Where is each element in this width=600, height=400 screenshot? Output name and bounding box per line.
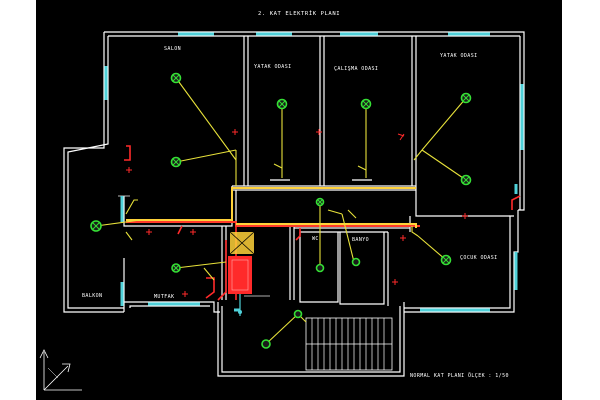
lamp-icon bbox=[460, 174, 472, 186]
distribution-panel bbox=[228, 231, 255, 316]
plan-title: 2. KAT ELEKTRİK PLANI bbox=[258, 10, 340, 17]
lamp-icon bbox=[276, 98, 288, 110]
lamp-icon bbox=[440, 254, 452, 266]
socket-icon bbox=[400, 235, 406, 241]
room-label-kitchen: MUTFAK bbox=[154, 294, 174, 300]
socket-icon bbox=[190, 229, 196, 235]
socket-icon bbox=[126, 167, 132, 173]
lighting-wires bbox=[95, 77, 467, 345]
room-label-upper-left: YATAK ODASI bbox=[254, 64, 292, 70]
room-label-upper-right: YATAK ODASI bbox=[440, 53, 478, 59]
ceiling-lamps bbox=[90, 72, 472, 349]
lamp-icon bbox=[460, 92, 472, 104]
room-label-lower-right: ÇOCUK ODASI bbox=[460, 255, 498, 261]
lamp-icon bbox=[293, 309, 303, 319]
lamp-icon bbox=[261, 339, 271, 349]
room-label-salon: SALON bbox=[164, 46, 181, 52]
lamp-icon bbox=[360, 98, 372, 110]
lamp-icon bbox=[351, 257, 361, 267]
socket-icon bbox=[316, 129, 322, 135]
lamp-icon bbox=[170, 156, 182, 168]
room-label-upper-mid: ÇALIŞMA ODASI bbox=[334, 66, 378, 72]
room-label-wc: WC bbox=[312, 236, 319, 242]
socket-icon bbox=[146, 229, 152, 235]
socket-icon bbox=[392, 279, 398, 285]
sockets-switches bbox=[126, 129, 468, 297]
north-arrow-icon bbox=[39, 349, 82, 391]
left-margin bbox=[0, 0, 36, 400]
room-labels: SALON YATAK ODASI ÇALIŞMA ODASI YATAK OD… bbox=[82, 46, 498, 300]
socket-icon bbox=[182, 291, 188, 297]
scale-note: NORMAL KAT PLANI ÖLÇEK : 1/50 bbox=[410, 372, 509, 379]
socket-icon bbox=[462, 213, 468, 219]
interior-walls bbox=[118, 36, 510, 306]
room-label-balcony: BALKON bbox=[82, 293, 102, 299]
lamp-icon bbox=[171, 263, 181, 273]
lamp-icon bbox=[90, 220, 102, 232]
main-circuits bbox=[124, 145, 521, 301]
outer-walls bbox=[63, 31, 525, 377]
lamp-icon bbox=[315, 263, 325, 273]
staircase bbox=[305, 317, 393, 371]
drawing-area bbox=[36, 0, 562, 400]
socket-icon bbox=[232, 129, 238, 135]
windows bbox=[104, 32, 524, 312]
right-margin bbox=[562, 0, 600, 400]
lamp-icon bbox=[315, 197, 325, 207]
socket-icon bbox=[397, 133, 405, 141]
lamp-icon bbox=[170, 72, 182, 84]
room-label-bath: BANYO bbox=[352, 237, 369, 243]
